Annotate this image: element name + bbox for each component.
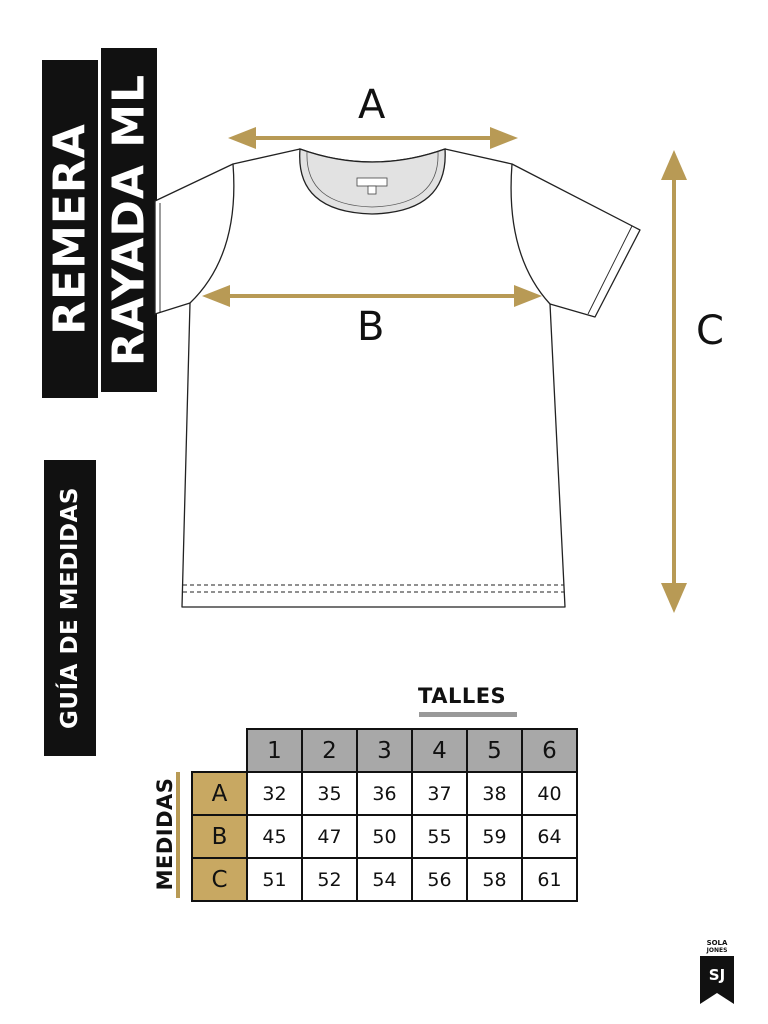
left-armhole-seam [189,163,235,304]
table-cell: 36 [356,771,413,816]
row-header-cell: B [191,814,248,859]
dimension-a-label: A [358,82,386,128]
medidas-accent-bar [176,772,180,898]
logo-monogram: SJ [709,966,725,984]
size-header-cell: 2 [301,728,358,773]
size-header-cell: 1 [246,728,303,773]
medidas-side-label: MEDIDAS [153,777,177,891]
table-cell: 45 [246,814,303,859]
table-cell: 64 [521,814,578,859]
tshirt-outline [154,148,641,608]
dimension-c-label: C [696,308,724,354]
table-cell: 51 [246,857,303,902]
neck-label [356,177,388,187]
size-header-cell: 3 [356,728,413,773]
table-cell: 32 [246,771,303,816]
table-cell: 61 [521,857,578,902]
title-line-1-box: REMERA [42,60,98,398]
size-header-cell: 6 [521,728,578,773]
logo-text-sola: SOLA [707,939,728,947]
row-header-cell: C [191,857,248,902]
arrow-b [202,285,542,307]
table-cell: 56 [411,857,468,902]
table-cell: 47 [301,814,358,859]
logo-ribbon [700,956,734,1004]
table-row-b: B 45 47 50 55 59 64 [191,814,578,859]
right-armhole-seam [510,163,551,305]
guide-label-box: GUÍA DE MEDIDAS [44,460,96,756]
table-cell: 54 [356,857,413,902]
dimension-b-label: B [357,304,385,350]
table-row-a: A 32 35 36 37 38 40 [191,771,578,816]
talles-underline [419,712,517,717]
table-cell: 59 [466,814,523,859]
table-cell: 37 [411,771,468,816]
table-cell: 38 [466,771,523,816]
size-header-cell: 5 [466,728,523,773]
size-header-cell: 4 [411,728,468,773]
sola-jones-logo: SOLA JONES SJ [700,939,734,1004]
neck-label-tag [367,185,377,195]
table-row-c: C 51 52 54 56 58 61 [191,857,578,902]
table-corner [192,729,247,772]
arrow-a [228,127,518,149]
table-cell: 55 [411,814,468,859]
table-cell: 58 [466,857,523,902]
collar-inner [306,151,439,208]
logo-text-jones: JONES [706,947,728,954]
table-cell: 50 [356,814,413,859]
right-sleeve-hem [587,225,633,315]
size-header-row: 1 2 3 4 5 6 [192,728,578,773]
tshirt-diagram [154,127,687,613]
table-cell: 35 [301,771,358,816]
title-line-2-box: RAYADA ML [101,48,157,392]
table-cell: 40 [521,771,578,816]
table-header-talles: TALLES [418,684,507,708]
table-cell: 52 [301,857,358,902]
size-table: 1 2 3 4 5 6 A 32 35 36 37 38 40 B 45 47 … [191,728,578,902]
arrow-c [661,150,687,613]
row-header-cell: A [191,771,248,816]
